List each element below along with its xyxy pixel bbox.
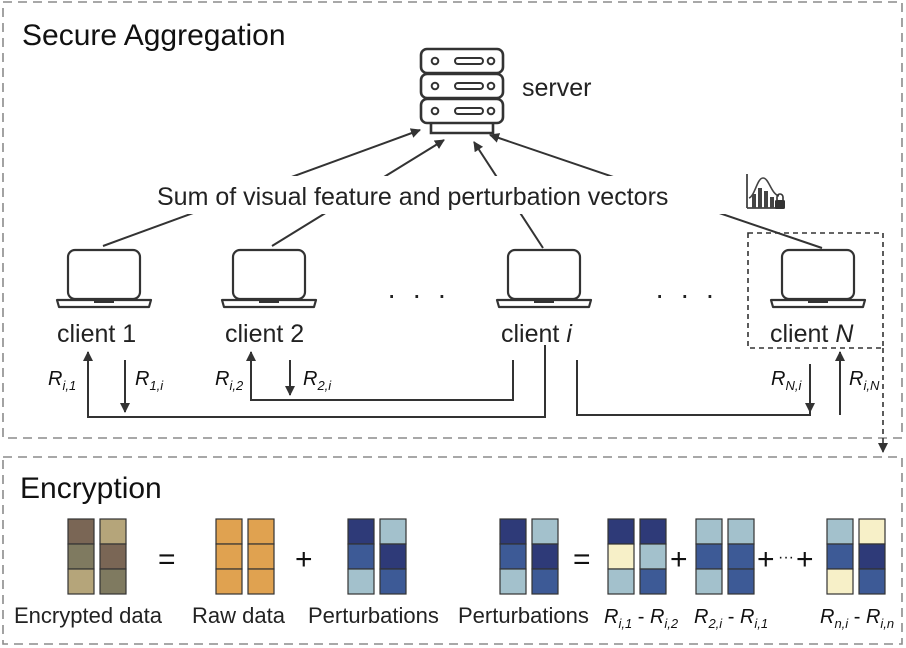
client-1-label: client 1 [57,320,136,348]
ellipsis-terms: ··· [778,549,794,566]
label-R-iN: Ri,N [849,368,880,393]
raw-data-label: Raw data [192,603,286,628]
secure-aggregation-title: Secure Aggregation [22,19,286,52]
raw-data-block [215,518,275,595]
sum-label: Sum of visual feature and perturbation v… [157,183,668,211]
client-N-label: client N [770,320,854,348]
term-3-label: Rn,i - Ri,n [820,606,894,631]
laptop-icon-clientN [769,248,867,309]
laptop-icon-clienti [495,248,593,309]
client-2-label: client 2 [225,320,304,348]
clients-ellipsis-left: · · · [387,279,451,310]
term-2-label: R2,i - Ri,1 [694,606,768,631]
laptop-icon-client2 [220,248,318,309]
laptop-icon-client1 [55,248,153,309]
clients-ellipsis-right: · · · [655,279,719,310]
encryption-frame [2,456,903,645]
equals-sign-2: = [573,543,591,576]
term-1-block [607,518,667,595]
locked-chart-icon [746,174,785,209]
term-3-block [826,518,886,595]
term-1-label: Ri,1 - Ri,2 [604,606,679,631]
client-i-label: client i [501,320,573,348]
label-R-Ni: RN,i [771,368,802,393]
perturbations-block-2 [499,518,559,595]
label-R-i1: Ri,1 [48,368,76,393]
encrypted-data-block [67,518,127,595]
encrypted-data-label: Encrypted data [14,603,163,628]
term-2-block [695,518,755,595]
path-Ri1 [83,345,546,418]
plus-sign-2: + [670,543,688,576]
path-Ri2 [246,351,514,401]
perturbations-label-2: Perturbations [458,603,589,628]
secure-aggregation-frame [2,1,903,439]
encryption-title: Encryption [20,472,162,505]
plus-sign-3: + [757,543,775,576]
server-label: server [522,74,591,102]
equals-sign-1: = [158,543,176,576]
perturbations-block [347,518,407,595]
exchange-paths [83,345,845,418]
client-N-highlight-box [747,232,884,349]
label-R-1i: R1,i [135,368,164,393]
label-R-2i: R2,i [303,368,332,393]
label-R-i2: Ri,2 [215,368,244,393]
perturbations-label: Perturbations [308,603,439,628]
plus-sign-4: + [796,543,814,576]
server-rack-icon [419,47,505,135]
plus-sign-1: + [295,543,313,576]
sum-label-bg [150,176,740,214]
